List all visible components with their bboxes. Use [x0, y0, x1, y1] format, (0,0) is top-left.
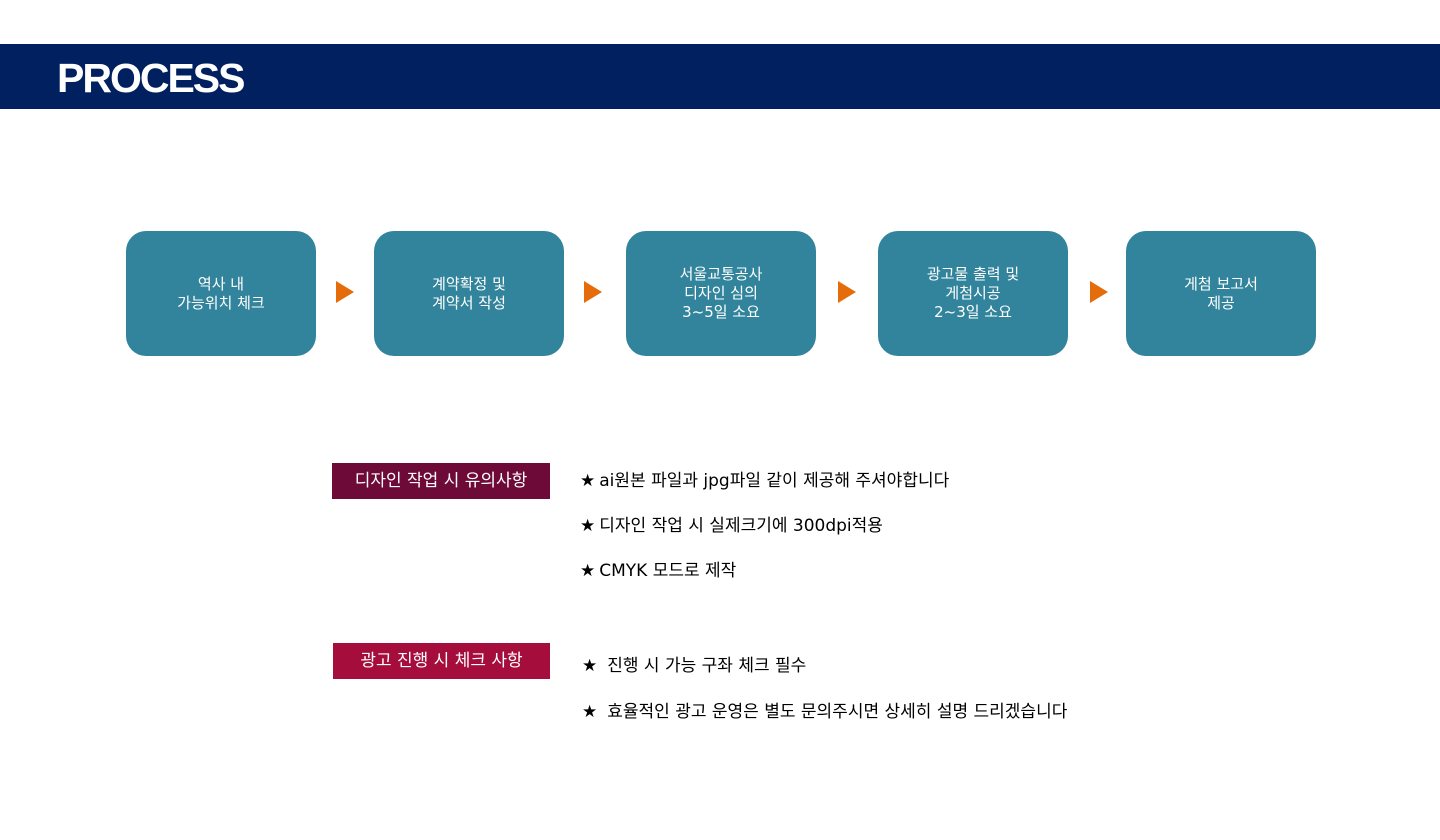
design-note-text: ai원본 파일과 jpg파일 같이 제공해 주셔야합니다	[599, 471, 950, 491]
design-note-item: ★ai원본 파일과 jpg파일 같이 제공해 주셔야합니다	[580, 470, 949, 492]
process-step-print-install: 광고물 출력 및 게첨시공 2~3일 소요	[878, 231, 1068, 356]
ad-note-text: 효율적인 광고 운영은 별도 문의주시면 상세히 설명 드리겠습니다	[607, 702, 1068, 722]
ad-notes-label: 광고 진행 시 체크 사항	[333, 643, 550, 679]
ad-note-text: 진행 시 가능 구좌 체크 필수	[607, 656, 807, 676]
process-step-label: 서울교통공사 디자인 심의 3~5일 소요	[679, 265, 763, 321]
arrow-right-icon	[584, 281, 602, 303]
design-note-item: ★디자인 작업 시 실제크기에 300dpi적용	[580, 515, 883, 537]
design-note-text: 디자인 작업 시 실제크기에 300dpi적용	[599, 516, 883, 536]
process-step-contract: 계약확정 및 계약서 작성	[374, 231, 564, 356]
page-title: PROCESS	[57, 55, 245, 101]
ad-note-item: ★ 효율적인 광고 운영은 별도 문의주시면 상세히 설명 드리겠습니다	[582, 701, 1067, 723]
process-step-report: 게첨 보고서 제공	[1126, 231, 1316, 356]
arrow-right-icon	[336, 281, 354, 303]
header-bar	[0, 44, 1440, 109]
process-step-label: 광고물 출력 및 게첨시공 2~3일 소요	[926, 265, 1020, 321]
star-icon: ★	[580, 561, 596, 581]
design-note-text: CMYK 모드로 제작	[599, 561, 737, 581]
arrow-right-icon	[1090, 281, 1108, 303]
design-notes-label: 디자인 작업 시 유의사항	[332, 463, 550, 499]
process-step-design-review: 서울교통공사 디자인 심의 3~5일 소요	[626, 231, 816, 356]
process-step-label: 계약확정 및 계약서 작성	[432, 274, 506, 312]
design-note-item: ★CMYK 모드로 제작	[580, 560, 736, 582]
arrow-right-icon	[838, 281, 856, 303]
process-step-label: 게첨 보고서 제공	[1184, 274, 1258, 312]
star-icon: ★	[580, 516, 596, 536]
star-icon: ★	[580, 471, 596, 491]
ad-note-item: ★ 진행 시 가능 구좌 체크 필수	[582, 655, 806, 677]
star-icon: ★	[582, 702, 598, 722]
process-step-label: 역사 내 가능위치 체크	[177, 274, 265, 312]
process-step-location-check: 역사 내 가능위치 체크	[126, 231, 316, 356]
star-icon: ★	[582, 656, 598, 676]
